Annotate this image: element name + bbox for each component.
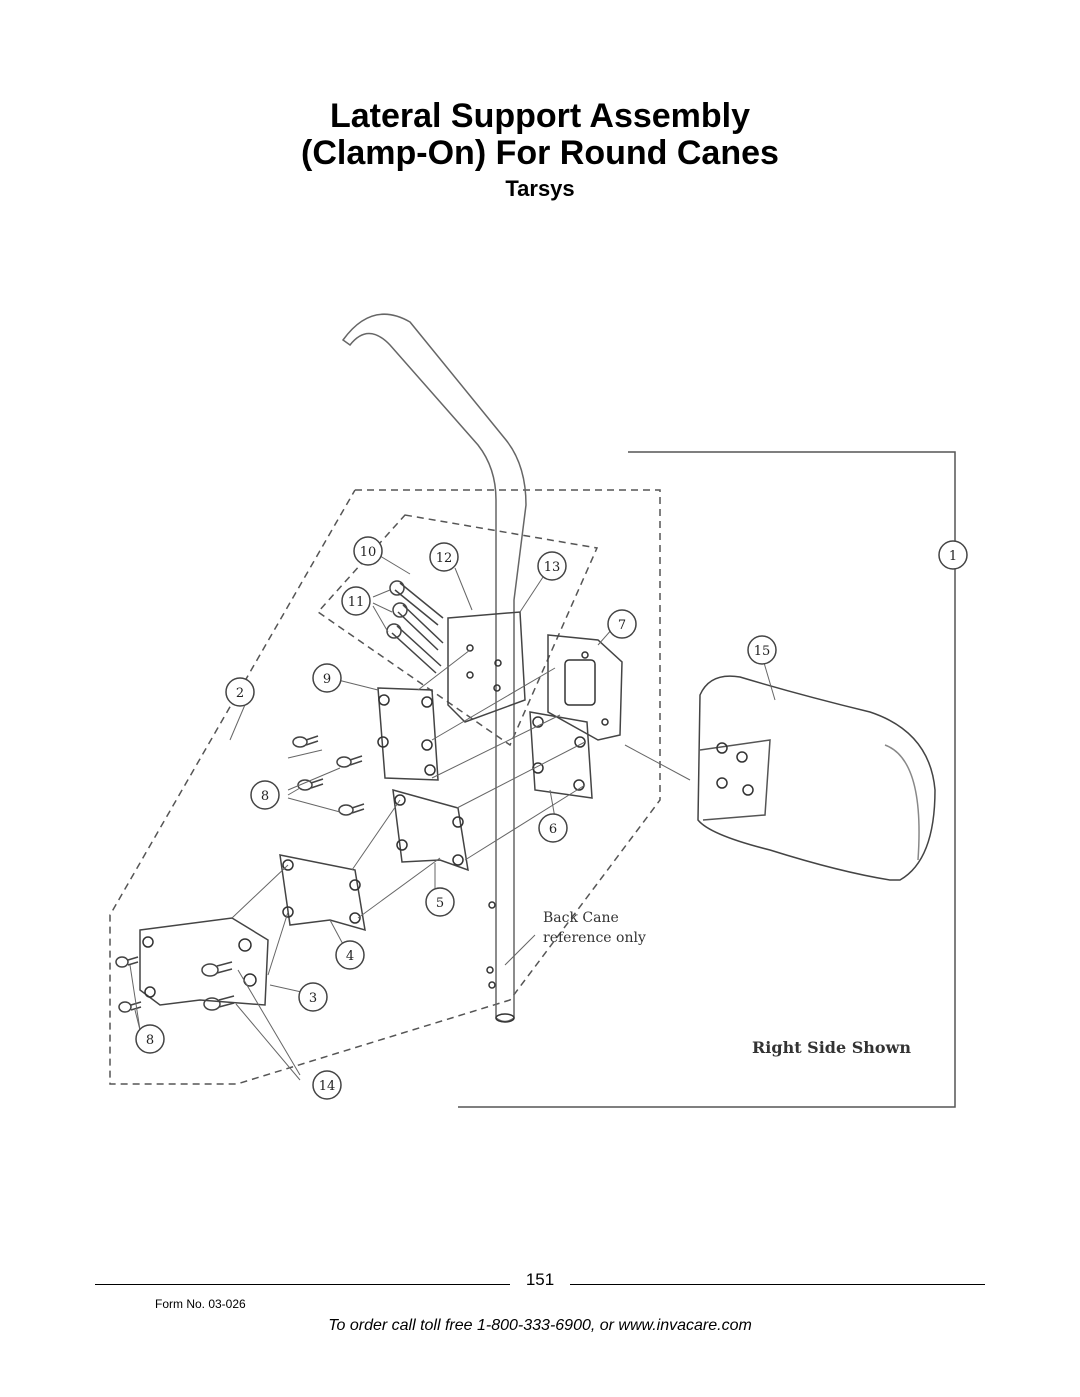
- assembly-guide-lines: [129, 554, 955, 1081]
- page-number: 151: [525, 1270, 555, 1289]
- callout-2: [225, 677, 255, 707]
- label-4: 4: [346, 949, 354, 964]
- back-cane-note-line1: Back Cane: [543, 910, 619, 926]
- part-6-plate: [529, 711, 593, 799]
- label-14: 14: [319, 1079, 336, 1094]
- label-7: 7: [618, 618, 626, 633]
- group-10-boundary: [316, 514, 599, 747]
- part-8-screws-lower: [115, 956, 142, 1013]
- callout-9: [312, 663, 342, 693]
- label-6: 6: [549, 822, 557, 837]
- footer-rule-right: [570, 1284, 985, 1285]
- part-15-lateral-pad: [697, 675, 936, 881]
- part-11-bolts: [386, 580, 444, 674]
- callout-11: [341, 586, 371, 616]
- label-10: 10: [360, 545, 377, 560]
- part-14-screws: [201, 961, 235, 1011]
- back-cane: [341, 313, 527, 1023]
- label-11: 11: [348, 595, 365, 610]
- callout-1: [938, 540, 968, 570]
- page-title-line2: (Clamp-On) For Round Canes: [301, 134, 779, 172]
- assembly-bracket: [458, 451, 956, 1108]
- label-3: 3: [309, 991, 317, 1006]
- label-2: 2: [236, 686, 244, 701]
- part-12-clamp: [447, 611, 526, 723]
- label-13: 13: [544, 560, 561, 575]
- callout-4: [335, 940, 365, 970]
- callout-13: [537, 551, 567, 581]
- callout-14: [312, 1070, 342, 1100]
- order-info: To order call toll free 1-800-333-6900, …: [328, 1317, 752, 1334]
- part-3-plate: [139, 917, 269, 1006]
- callout-8-lower: [135, 1024, 165, 1054]
- part-9-plate: [377, 687, 439, 781]
- page-subtitle: Tarsys: [505, 176, 575, 201]
- label-1: 1: [949, 549, 957, 564]
- label-5: 5: [436, 896, 444, 911]
- label-15: 15: [754, 644, 771, 659]
- right-side-shown-note: Right Side Shown: [752, 1038, 911, 1057]
- label-9: 9: [323, 672, 331, 687]
- callout-10: [353, 536, 383, 566]
- page-title: Lateral Support Assembly: [329, 97, 751, 135]
- part-7-clamp: [547, 634, 623, 741]
- part-4-plate: [279, 854, 366, 932]
- callout-5: [425, 887, 455, 917]
- callout-12: [429, 542, 459, 572]
- group-2-boundary: [109, 489, 661, 1085]
- footer-rule-left: [95, 1284, 510, 1285]
- callout-3: [298, 982, 328, 1012]
- callout-8-upper: [250, 780, 280, 810]
- label-12: 12: [436, 551, 453, 566]
- callout-7: [607, 609, 637, 639]
- label-8-lower: 8: [146, 1033, 154, 1048]
- part-8-screws-upper: [292, 735, 365, 816]
- back-cane-note-line2: reference only: [543, 930, 646, 946]
- callout-15: [747, 635, 777, 665]
- form-number: Form No. 03-026: [155, 1297, 246, 1311]
- label-8-upper: 8: [261, 789, 269, 804]
- callout-6: [538, 813, 568, 843]
